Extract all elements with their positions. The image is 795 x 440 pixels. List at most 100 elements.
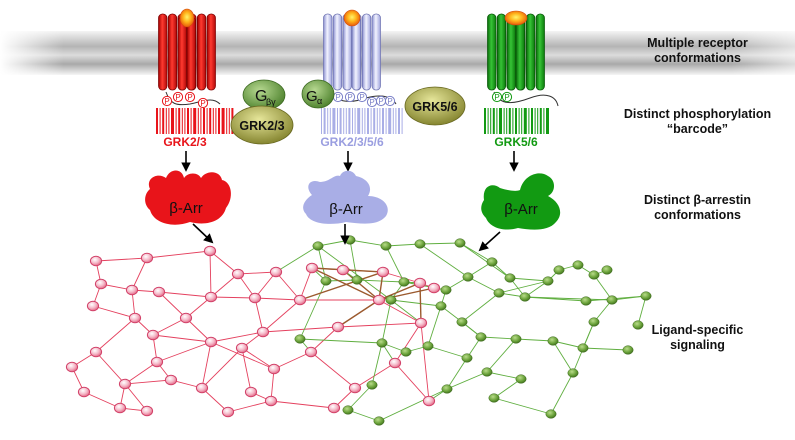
- ligand-icon: [504, 10, 528, 26]
- network-edge: [427, 305, 442, 347]
- network-edge: [342, 269, 380, 301]
- network-edge: [262, 326, 339, 333]
- phosphate-icon: P: [332, 91, 344, 103]
- network-node-icon: [572, 260, 584, 270]
- network-edge: [201, 387, 229, 413]
- phosphate-icon: P: [344, 91, 356, 103]
- network-node-icon: [204, 336, 218, 348]
- label-line: Multiple receptor: [647, 36, 748, 50]
- network-node-icon: [118, 378, 132, 390]
- network-node-icon: [372, 294, 386, 306]
- network-edge: [299, 267, 313, 301]
- arrow-icon: [478, 231, 501, 252]
- label-line: “barcode”: [666, 122, 729, 136]
- network-node-icon: [327, 402, 341, 414]
- network-node-icon: [461, 353, 473, 363]
- network-edge: [493, 397, 552, 415]
- gbg-label: G: [255, 88, 267, 105]
- network-edge: [461, 292, 500, 323]
- network-edge: [95, 317, 136, 353]
- network-edge: [378, 388, 448, 422]
- network-node-icon: [510, 334, 522, 344]
- network-node-icon: [567, 368, 579, 378]
- network-node-icon: [588, 317, 600, 327]
- network-node-icon: [481, 367, 493, 377]
- network-edge: [254, 271, 277, 299]
- network-node-icon: [504, 273, 516, 283]
- barcode: [484, 108, 549, 134]
- network-node-icon: [164, 374, 178, 386]
- network-node-icon: [86, 300, 100, 312]
- network-edge: [131, 257, 148, 291]
- network-nodes: [65, 235, 652, 426]
- network-node-icon: [89, 346, 103, 358]
- network-node-icon: [304, 346, 318, 358]
- network-edge: [385, 245, 405, 283]
- network-node-icon: [553, 265, 565, 275]
- network-node-icon: [244, 386, 258, 398]
- receptor-helix-bundle-icon: [323, 13, 381, 91]
- network-edge: [317, 245, 327, 282]
- network-node-icon: [320, 276, 332, 286]
- label-receptor-conformations: Multiple receptor conformations: [610, 36, 785, 66]
- network-node-icon: [380, 241, 392, 251]
- network-node-icon: [140, 405, 154, 417]
- phosphate-icon: P: [375, 95, 387, 107]
- network-node-icon: [493, 288, 505, 298]
- network-node-icon: [545, 409, 557, 419]
- network-node-icon: [366, 380, 378, 390]
- network-edge: [152, 317, 187, 336]
- phosphate-icon: P: [197, 97, 209, 109]
- phosphate-icon: P: [384, 95, 396, 107]
- network-edge: [124, 361, 158, 385]
- network-edge: [420, 322, 430, 402]
- receptor-helix-bundle-icon: [158, 13, 216, 91]
- network-edge: [158, 291, 187, 319]
- label-line: signaling: [670, 338, 725, 352]
- svg-text:P: P: [359, 93, 364, 102]
- label-line: Distinct phosphorylation: [623, 107, 772, 121]
- grk56-protein: GRK5/6: [404, 86, 466, 126]
- network-node-icon: [348, 382, 362, 394]
- network-node-icon: [580, 296, 592, 306]
- network-node-icon: [221, 406, 235, 418]
- network-node-icon: [269, 266, 283, 278]
- network-node-icon: [422, 341, 434, 351]
- network-edge: [486, 338, 517, 373]
- network-node-icon: [388, 357, 402, 369]
- network-edge: [381, 299, 392, 344]
- network-node-icon: [195, 382, 209, 394]
- network-edge: [419, 282, 422, 324]
- network-node-icon: [150, 356, 164, 368]
- network-node-icon: [125, 284, 139, 296]
- network-node-icon: [305, 262, 319, 274]
- svg-text:P: P: [200, 99, 205, 108]
- phosphate-icon: P: [501, 91, 513, 103]
- label-line: Distinct β-arrestin: [644, 193, 751, 207]
- network-node-icon: [441, 384, 453, 394]
- network-node-icon: [454, 238, 466, 248]
- network-edge: [241, 347, 275, 370]
- network-node-icon: [398, 277, 410, 287]
- network-edge: [210, 296, 256, 299]
- network-edge: [509, 277, 549, 282]
- label-phosphorylation-barcode: Distinct phosphorylation “barcode”: [610, 107, 785, 137]
- network-node-icon: [622, 345, 634, 355]
- network-edge: [354, 362, 396, 389]
- network-edge: [459, 242, 493, 263]
- network-edge: [92, 305, 136, 319]
- label-line: conformations: [654, 51, 741, 65]
- network-node-icon: [385, 295, 397, 305]
- network-node-icon: [294, 334, 306, 344]
- network-edge: [254, 297, 301, 301]
- network-node-icon: [606, 295, 618, 305]
- network-edge: [390, 299, 422, 324]
- network-edge: [124, 383, 148, 412]
- svg-text:P: P: [378, 97, 383, 106]
- network-edge: [146, 250, 211, 259]
- network-edge: [275, 271, 301, 301]
- network-edge: [209, 250, 212, 298]
